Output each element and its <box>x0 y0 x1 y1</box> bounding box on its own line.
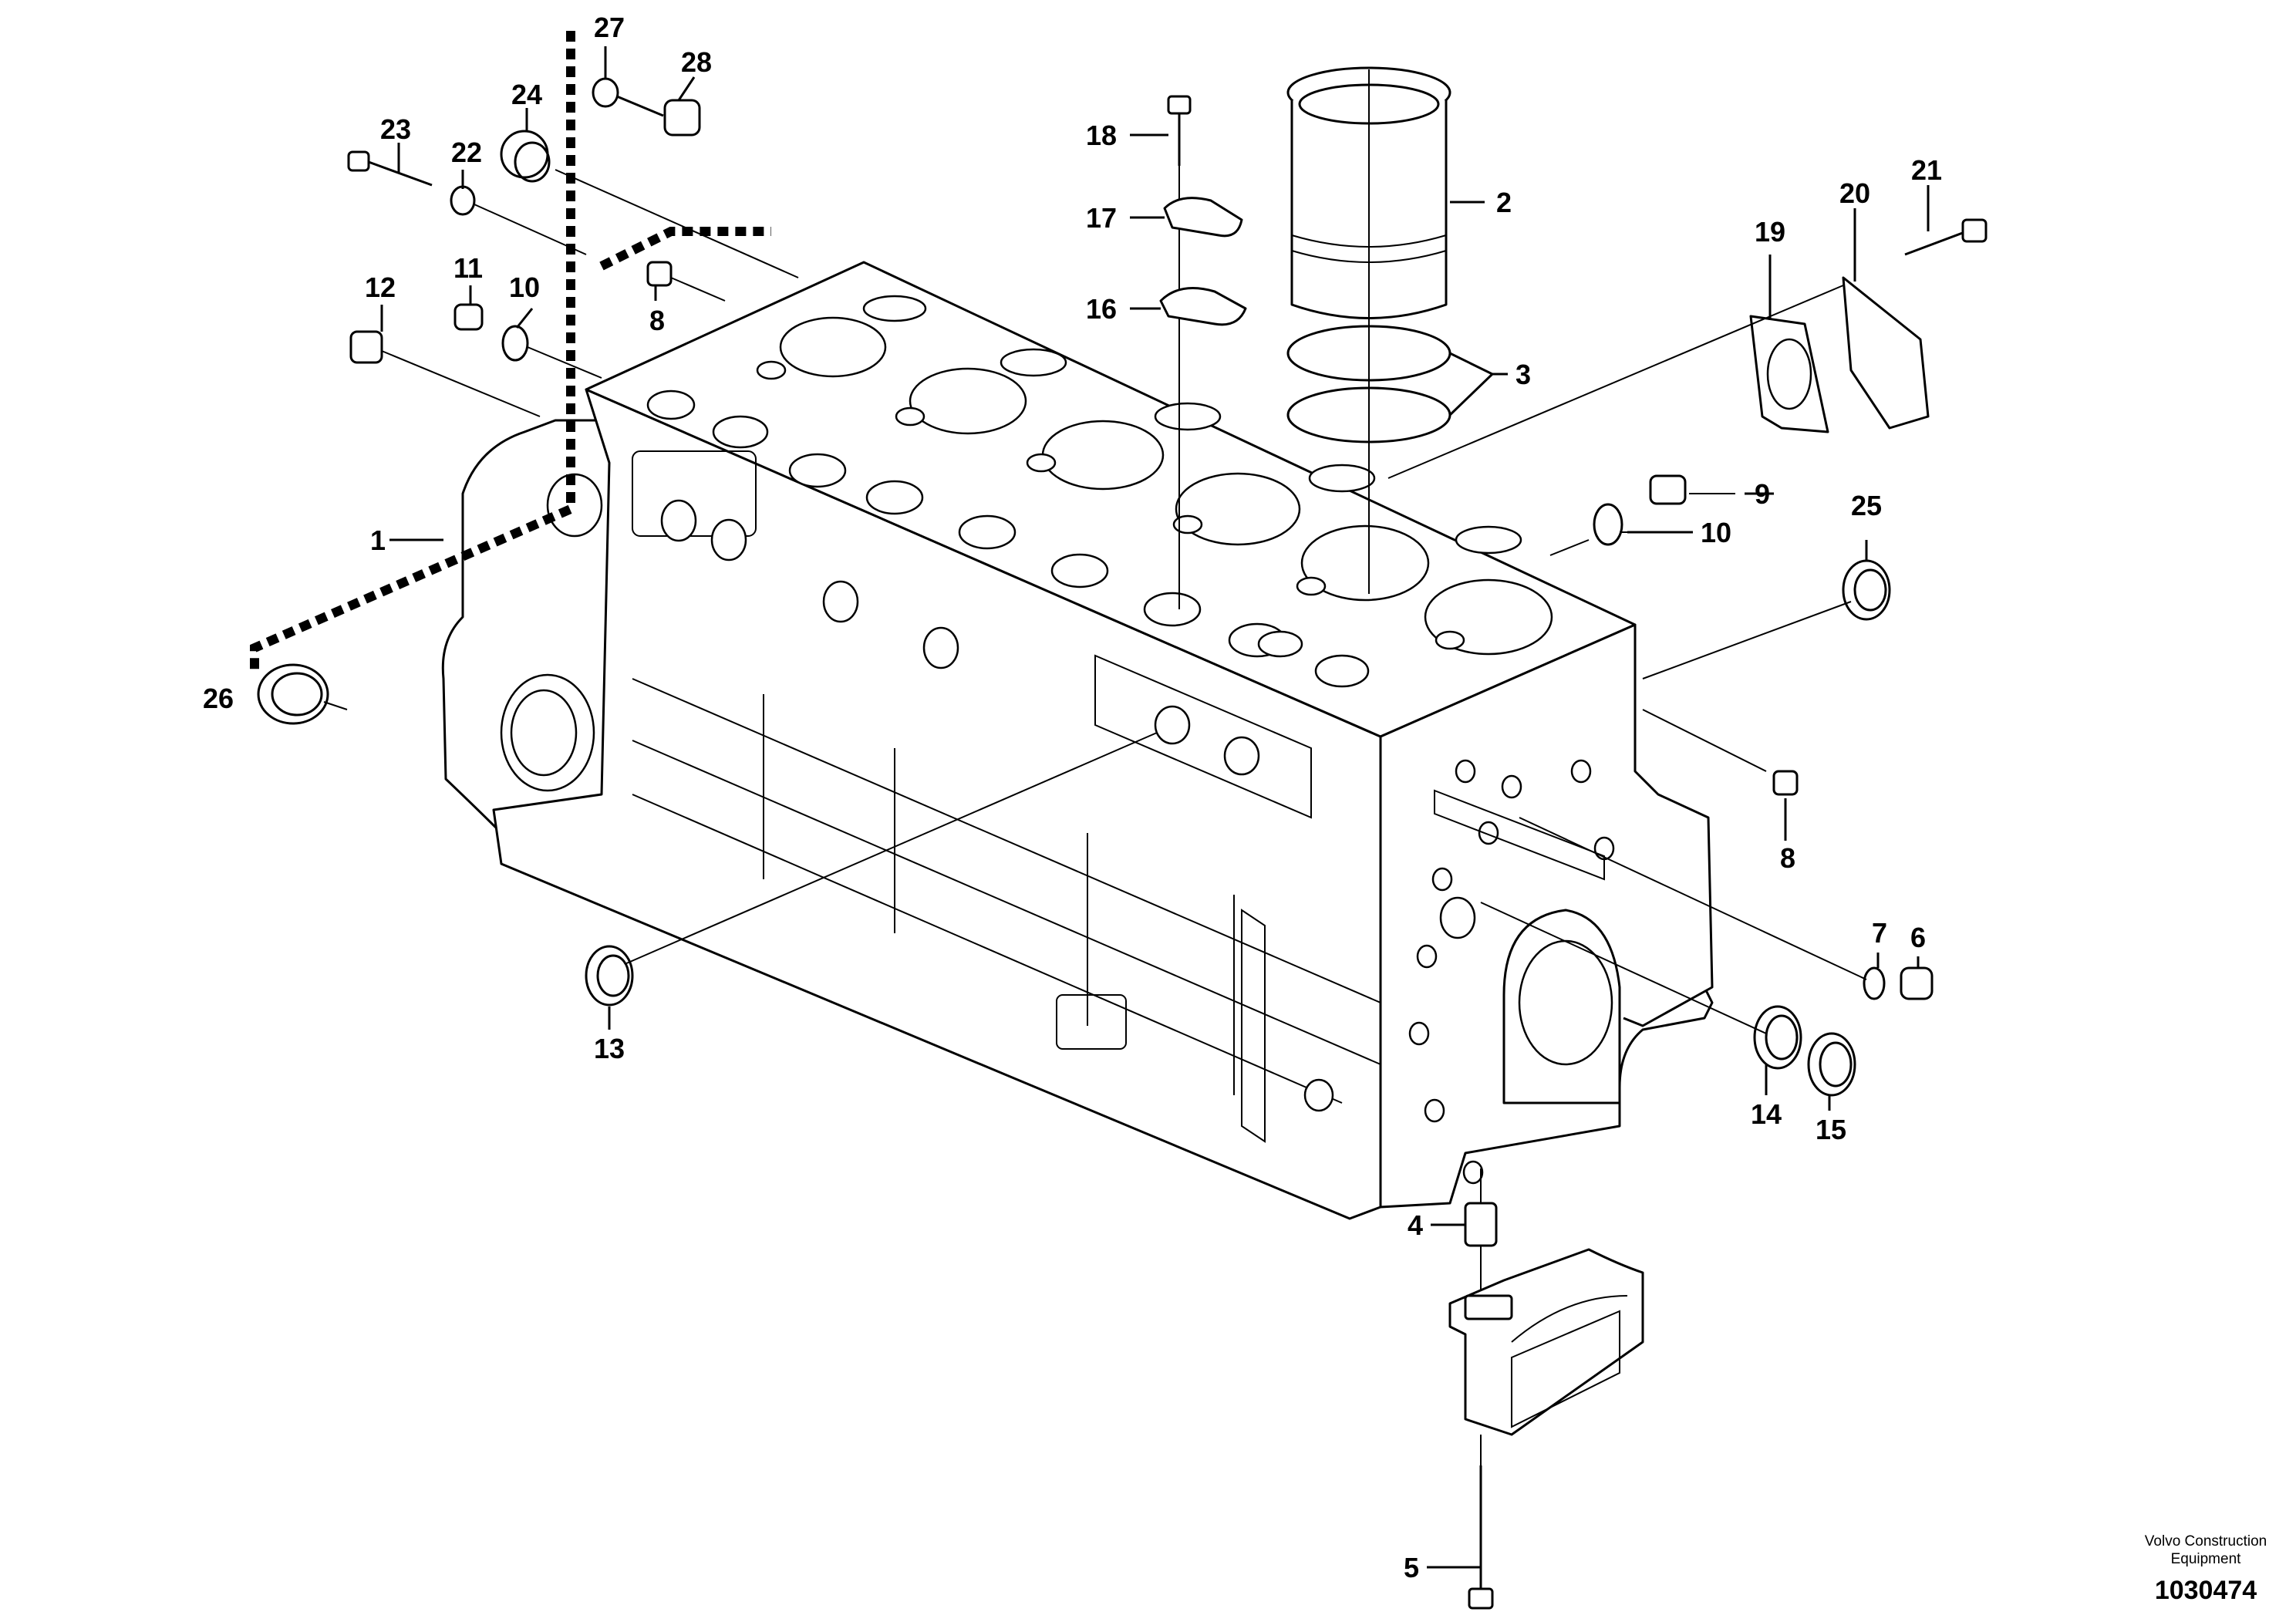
callout-9: 9 <box>1755 478 1770 510</box>
callout-19: 19 <box>1755 216 1785 248</box>
callout-22: 22 <box>451 137 482 168</box>
callout-14: 14 <box>1751 1098 1782 1130</box>
callout-13: 13 <box>594 1033 625 1064</box>
part-28-plug <box>616 95 701 137</box>
part-16-gasket <box>1159 287 1247 326</box>
callout-labels: 1 2 3 4 5 6 7 8 8 9 10 10 11 12 13 14 15… <box>203 12 1942 1583</box>
part-15-seal <box>1480 902 1856 1097</box>
part-12-plug <box>349 330 541 417</box>
callout-10-left: 10 <box>509 271 540 303</box>
part-14-seal <box>1753 1005 1802 1070</box>
callout-6: 6 <box>1910 922 1926 953</box>
callout-2: 2 <box>1496 187 1512 218</box>
figure-number: 1030474 <box>2154 1576 2257 1605</box>
publisher-credit-line1: Volvo Construction <box>2144 1533 2267 1549</box>
part-6-plug <box>1519 817 1934 1000</box>
callout-26: 26 <box>203 683 234 714</box>
part-main-bearing-cap <box>1448 1248 1644 1436</box>
part-23-bolt <box>347 150 433 187</box>
part-22-washer <box>450 185 587 255</box>
part-21-bolt <box>1387 218 1988 479</box>
part-8-plug-left <box>646 261 726 302</box>
part-26-seal <box>257 663 348 725</box>
part-11-plug <box>453 303 484 331</box>
callout-10-right: 10 <box>1701 517 1731 548</box>
part-9-plug <box>1649 474 1735 505</box>
callout-8-right: 8 <box>1780 842 1795 874</box>
callout-11: 11 <box>453 252 483 284</box>
engine-block <box>441 261 1714 1220</box>
part-8-plug-right <box>1642 709 1799 796</box>
callout-leaders <box>380 46 1930 1569</box>
callout-1: 1 <box>370 524 386 556</box>
callout-15: 15 <box>1816 1114 1846 1145</box>
callout-12: 12 <box>365 271 396 303</box>
part-5-bolt <box>1468 1435 1494 1610</box>
part-19-gasket <box>1749 315 1829 433</box>
part-13-seal <box>585 732 1158 1007</box>
part-20-cover <box>1842 276 1930 430</box>
callout-27: 27 <box>594 12 625 43</box>
part-18-bolt <box>1167 95 1192 609</box>
callout-5: 5 <box>1404 1552 1419 1583</box>
part-2-cylinder-liner <box>1286 66 1451 594</box>
callout-24: 24 <box>511 79 542 110</box>
publisher-credit-line2: Equipment <box>2170 1551 2241 1567</box>
callout-25: 25 <box>1851 490 1882 521</box>
part-7-washer <box>1863 966 1886 1000</box>
callout-7: 7 <box>1872 917 1887 949</box>
part-10-washer-left <box>501 325 602 379</box>
part-24-sleeve <box>500 130 799 278</box>
callout-23: 23 <box>380 113 411 145</box>
part-27-washer <box>592 77 619 108</box>
callout-20: 20 <box>1839 177 1870 209</box>
callout-8-left: 8 <box>649 305 665 336</box>
callout-17: 17 <box>1086 202 1117 234</box>
part-17-cover-plate <box>1163 197 1243 238</box>
part-4-dowel <box>1464 1168 1498 1296</box>
publisher-credit: Volvo Construction Equipment <box>2106 1533 2296 1568</box>
callout-21: 21 <box>1911 154 1942 186</box>
part-10-washer-right <box>1549 503 1693 556</box>
callout-16: 16 <box>1086 293 1117 325</box>
callout-28: 28 <box>681 46 712 78</box>
callout-4: 4 <box>1408 1209 1423 1241</box>
part-25-seal <box>1642 559 1891 679</box>
dashed-group-leader <box>250 31 771 671</box>
callout-3: 3 <box>1515 359 1531 390</box>
callout-18: 18 <box>1086 120 1117 151</box>
